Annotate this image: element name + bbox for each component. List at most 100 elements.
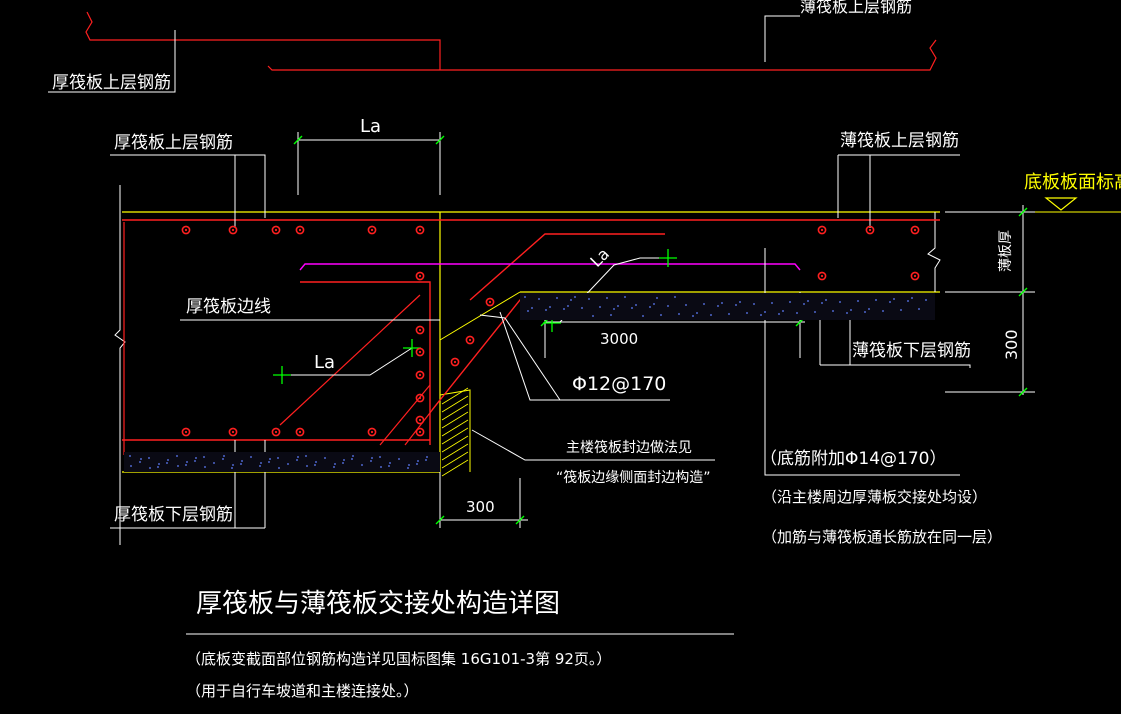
edge-hatch-436 <box>441 427 469 445</box>
hatch-dot-a46 <box>306 465 308 467</box>
edge-hatch-412 <box>441 403 469 421</box>
hatch-dot-a0 <box>129 455 131 457</box>
hatch-dot-a29 <box>287 463 289 465</box>
hatch-dot-b26 <box>832 310 834 312</box>
rebar-dot-core-22 <box>468 338 472 342</box>
hatch-dot-b63 <box>803 303 805 305</box>
hatch-dot-a47 <box>343 459 345 461</box>
hatch-dot-b17 <box>850 309 852 311</box>
hatch-dot-a32 <box>398 458 400 460</box>
rebar-dot-6 <box>817 225 827 235</box>
hatch-dot-b34 <box>771 302 773 304</box>
hatch-dot-b21 <box>617 305 619 307</box>
rebar-dot-core-18 <box>418 373 422 377</box>
hatch-dot-b10 <box>549 306 551 308</box>
hatch-dot-a8 <box>425 459 427 461</box>
hatch-dot-a9 <box>157 466 159 468</box>
hatch-dot-a27 <box>213 462 215 464</box>
hatch-dot-b65 <box>889 301 891 303</box>
la-diag-label: La <box>586 244 613 271</box>
rebar-dot-core-17 <box>418 350 422 354</box>
edge-column <box>439 389 471 472</box>
concrete-hatch <box>124 293 935 472</box>
magenta-distribution-bar <box>299 263 801 271</box>
rebar-dot-17 <box>415 347 425 357</box>
hatch-dot-a38 <box>315 461 317 463</box>
hatch-dot-b58 <box>588 298 590 300</box>
top-rebar-line-right <box>267 39 937 71</box>
hatch-dot-b12 <box>635 304 637 306</box>
rebar-dot-core-9 <box>184 430 188 434</box>
hatch-dot-b15 <box>764 311 766 313</box>
leader-rebar-spec-b <box>479 314 561 401</box>
rebar-spec-label: Φ12@170 <box>572 373 666 395</box>
hatch-dot-b41 <box>667 305 669 307</box>
hatch-dot-a34 <box>167 459 169 461</box>
thin-slab-thickness-label: 薄板厚 <box>998 230 1014 272</box>
hatch-dot-a11 <box>231 467 233 469</box>
rebar-dot-core-1 <box>231 228 235 232</box>
rebar-dot-core-24 <box>820 274 824 278</box>
dimension-tick-6 <box>1018 207 1028 217</box>
hatch-dot-b30 <box>599 306 601 308</box>
rebar-dot-2 <box>271 225 281 235</box>
hatch-dot-a59 <box>177 465 179 467</box>
rebar-dots <box>181 225 920 437</box>
hatch-dot-b33 <box>728 313 730 315</box>
hatch-dot-b59 <box>631 307 633 309</box>
hatch-dot-a16 <box>416 463 418 465</box>
hatch-dot-b24 <box>746 312 748 314</box>
hatch-dot-b57 <box>545 309 547 311</box>
hatch-dot-b51 <box>692 315 694 317</box>
hatch-dot-a12 <box>268 461 270 463</box>
thick-slab-bottom-cover <box>124 452 440 472</box>
hatch-dot-b18 <box>893 298 895 300</box>
hatch-dot-a18 <box>185 464 187 466</box>
thin-bottom-rebar-label: 薄筏板下层钢筋 <box>852 341 971 361</box>
rebar-dot-core-25 <box>913 274 917 278</box>
rebar-dot-8 <box>910 225 920 235</box>
edge-hatch-420 <box>441 411 469 429</box>
hatch-dot-a33 <box>130 465 132 467</box>
rebar-dot-core-7 <box>868 228 872 232</box>
hatch-dot-a5 <box>314 464 316 466</box>
hatch-dot-a17 <box>148 457 150 459</box>
rebar-dot-core-15 <box>418 274 422 278</box>
hatch-dot-b20 <box>574 296 576 298</box>
hatch-dot-b29 <box>556 297 558 299</box>
hatch-dot-b32 <box>685 304 687 306</box>
hatch-dot-a3 <box>240 463 242 465</box>
hatch-dot-a31 <box>361 464 363 466</box>
thick-top-rebar-upper-label: 厚筏板上层钢筋 <box>52 73 171 93</box>
hatch-dot-b9 <box>911 297 913 299</box>
rebar-dot-core-6 <box>820 228 824 232</box>
thick-inner-rebar <box>300 281 431 445</box>
hatch-dot-b36 <box>857 300 859 302</box>
dimension-tick-5 <box>515 515 525 525</box>
hatch-dot-a30 <box>324 457 326 459</box>
rebar-dot-core-4 <box>370 228 374 232</box>
hatch-dot-a41 <box>426 456 428 458</box>
rebar-dot-24 <box>817 271 827 281</box>
thick-edge-line-label: 厚筏板边线 <box>186 297 271 317</box>
hatch-dot-a25 <box>139 461 141 463</box>
leader-extra-rebar <box>764 248 960 476</box>
dimension-tick-4 <box>435 515 445 525</box>
rebar-dot-core-16 <box>418 328 422 332</box>
dim-3000-label: 3000 <box>600 330 638 348</box>
rebar-dot-core-2 <box>274 228 278 232</box>
hatch-dot-b28 <box>918 308 920 310</box>
rebar-dot-25 <box>910 271 920 281</box>
edge-hatch-452 <box>441 443 469 461</box>
hatch-dot-b1 <box>567 305 569 307</box>
rebar-dot-5 <box>415 225 425 235</box>
hatch-dot-a53 <box>260 462 262 464</box>
hatch-dot-b44 <box>796 312 798 314</box>
hatch-dot-a57 <box>408 464 410 466</box>
hatch-dot-b43 <box>753 303 755 305</box>
rebar-dot-13 <box>367 427 377 437</box>
hatch-dot-a36 <box>241 460 243 462</box>
hatch-dot-a24 <box>407 467 409 469</box>
dimension-tick-7 <box>1018 287 1028 297</box>
hatch-dot-a4 <box>277 457 279 459</box>
